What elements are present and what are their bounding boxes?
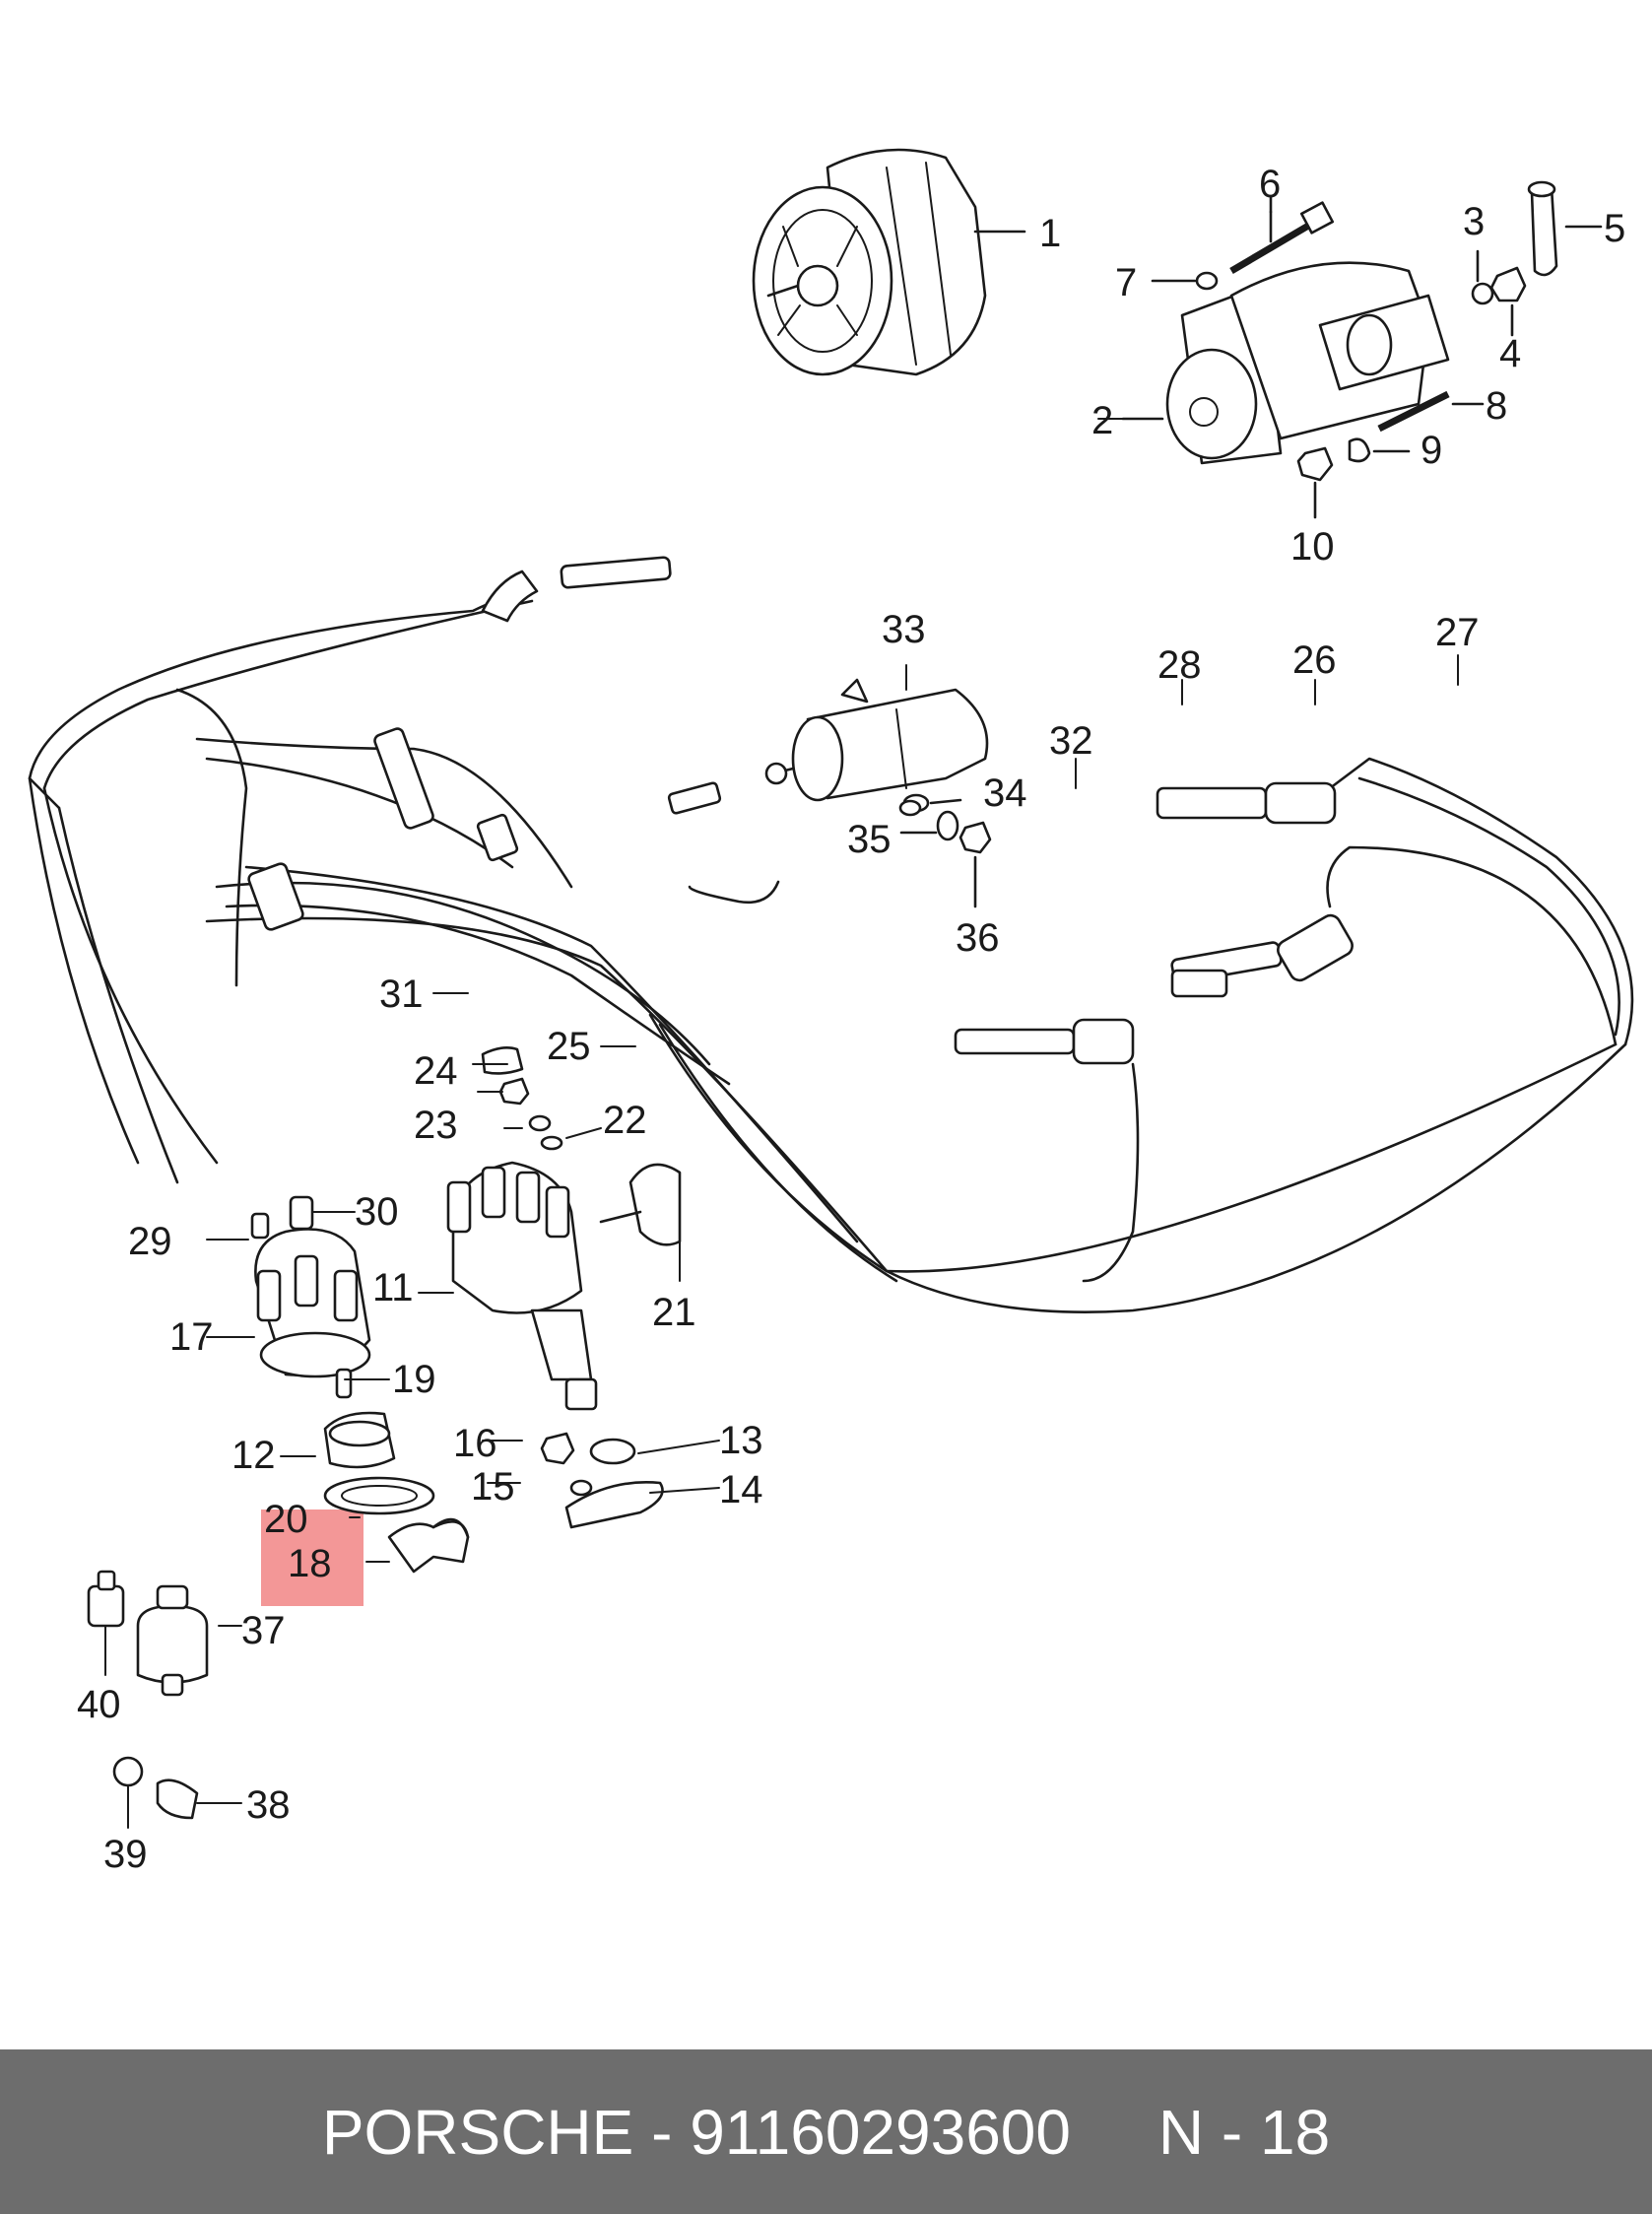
label-2: 2 <box>1091 399 1113 442</box>
part-ignition-coil <box>764 678 992 908</box>
label-3: 3 <box>1463 200 1485 243</box>
label-29: 29 <box>128 1220 172 1263</box>
label-40: 40 <box>77 1683 121 1726</box>
label-22: 22 <box>603 1099 647 1142</box>
label-7: 7 <box>1115 261 1137 304</box>
label-6: 6 <box>1259 163 1281 206</box>
part-distributor-cap <box>254 1228 371 1378</box>
label-12: 12 <box>231 1434 276 1477</box>
label-25: 25 <box>547 1025 591 1068</box>
label-38: 38 <box>246 1783 291 1827</box>
part-starter <box>1121 261 1450 465</box>
label-21: 21 <box>652 1291 696 1334</box>
label-1: 1 <box>1039 212 1061 255</box>
label-18: 18 <box>288 1542 332 1585</box>
parts-diagram: 1 2 3 4 5 6 7 8 9 10 <box>28 148 1634 1876</box>
highlight-box <box>261 1510 363 1606</box>
label-8: 8 <box>1486 384 1507 428</box>
label-32: 32 <box>1049 719 1093 763</box>
plug-connectors <box>247 556 1354 1065</box>
label-20: 20 <box>264 1498 308 1541</box>
label-10: 10 <box>1290 525 1335 569</box>
label-13: 13 <box>719 1419 763 1462</box>
label-11: 11 <box>372 1266 414 1309</box>
label-36: 36 <box>956 916 1000 960</box>
label-9: 9 <box>1421 429 1442 472</box>
label-24: 24 <box>414 1049 458 1093</box>
callouts: 1 2 3 4 5 6 7 8 9 10 <box>77 163 1625 1876</box>
label-17: 17 <box>169 1315 214 1359</box>
label-33: 33 <box>882 608 926 651</box>
label-30: 30 <box>355 1190 399 1234</box>
footer-part-number: PORSCHE - 91160293600 N - 18 <box>321 2096 1331 2168</box>
part-oil-switch <box>87 1570 125 1628</box>
label-15: 15 <box>471 1465 515 1509</box>
label-39: 39 <box>103 1833 148 1876</box>
part-small-hardware <box>250 799 922 1529</box>
part-oil-pressure-sender <box>136 1584 209 1697</box>
wiring-harness <box>28 589 1634 1313</box>
label-26: 26 <box>1292 638 1337 682</box>
label-4: 4 <box>1499 332 1521 375</box>
label-19: 19 <box>392 1358 436 1401</box>
part-alternator <box>752 148 1026 376</box>
label-34: 34 <box>983 772 1027 815</box>
part-temp-switch <box>112 1756 199 1820</box>
label-28: 28 <box>1157 643 1202 687</box>
label-14: 14 <box>719 1468 763 1511</box>
label-31: 31 <box>379 973 424 1016</box>
label-23: 23 <box>414 1104 458 1147</box>
part-distributor <box>446 1161 682 1411</box>
label-37: 37 <box>241 1609 286 1652</box>
label-35: 35 <box>847 818 892 861</box>
label-27: 27 <box>1435 611 1480 654</box>
part-starter-hardware <box>1151 180 1603 519</box>
footer-bar: PORSCHE - 91160293600 N - 18 <box>0 2049 1652 2214</box>
part-rotor <box>323 1411 396 1469</box>
label-5: 5 <box>1604 207 1625 250</box>
part-gasket <box>323 1476 435 1515</box>
part-sensor-18 <box>387 1517 470 1574</box>
label-16: 16 <box>453 1422 497 1465</box>
